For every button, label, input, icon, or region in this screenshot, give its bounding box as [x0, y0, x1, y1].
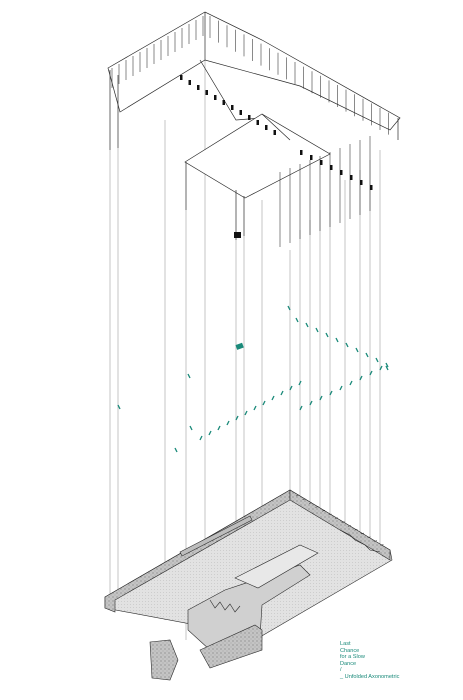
floor-tick [302, 498, 306, 501]
marker-tick [253, 405, 257, 411]
marker-tick [295, 317, 299, 323]
joist-end [330, 165, 333, 170]
floor-tick [347, 525, 352, 527]
marker-tick [305, 322, 309, 328]
marker-tick [187, 373, 191, 379]
platform [234, 544, 319, 589]
marker-tick [335, 337, 339, 343]
marker-tick [365, 352, 369, 358]
marker-tick [189, 425, 193, 431]
base-floor [104, 489, 393, 681]
marker-tick [345, 342, 349, 348]
marker-tick [385, 365, 389, 371]
joist-end [180, 75, 183, 80]
right-stair [339, 529, 381, 553]
marker-tick [379, 365, 383, 371]
inner-wall [179, 515, 253, 557]
caption-line-1: Last [340, 641, 351, 647]
joist-end [370, 185, 373, 190]
front-wall [199, 624, 263, 669]
marker-tick [174, 447, 178, 453]
front-ridge [261, 113, 291, 141]
joist-end [188, 80, 191, 85]
rafters [111, 16, 389, 247]
joist-end [265, 125, 268, 130]
marker-tick [329, 390, 333, 396]
joist-end [248, 115, 251, 120]
marker-tick [280, 390, 284, 396]
marker-tick [226, 420, 230, 426]
joist-end [234, 232, 241, 238]
marker-tick [299, 405, 303, 411]
marker-tick [271, 395, 275, 401]
caption-line-6: _ Unfolded Axonometric [340, 673, 400, 680]
marker-tick [199, 435, 203, 441]
marker-tick [319, 395, 323, 401]
floor-tick [295, 494, 300, 497]
marker-tick [375, 357, 379, 363]
marker-tick [359, 375, 363, 381]
joist-end [222, 100, 225, 105]
caption-line-5: / [340, 667, 342, 674]
floor-tick [308, 502, 313, 504]
floor-tick [341, 521, 345, 523]
drawing-caption: Last Chance for a Slow Dance / _ Unfolde… [340, 641, 460, 681]
joist-end [205, 90, 208, 95]
joist-end [310, 155, 313, 160]
joist-end [300, 150, 303, 155]
marker-tick [298, 380, 302, 386]
marker-tick [208, 430, 212, 436]
joist-end [231, 105, 234, 110]
marker-tick [355, 347, 359, 353]
stair-treads [209, 599, 241, 613]
floor-tick [334, 517, 339, 520]
floor-tick [380, 544, 384, 546]
marker-tick [235, 415, 239, 421]
joist-end [197, 85, 200, 90]
corner-pillar [149, 639, 179, 681]
marker-tick [369, 370, 373, 376]
joist-end [273, 130, 276, 135]
floor-tick [315, 506, 319, 508]
marker-tick [289, 385, 293, 391]
joist-end [320, 160, 323, 165]
caption-line-3: for a Slow [340, 654, 365, 661]
marker-tick [287, 305, 291, 311]
floor-edge-ticks [295, 494, 384, 546]
marker-tick [244, 410, 248, 416]
joist-end [239, 110, 242, 115]
caption-line-4: Dance [340, 660, 357, 667]
front-roof-plane [184, 113, 331, 199]
joist-end [340, 170, 343, 175]
floor-tick [328, 513, 332, 516]
floor-tick [360, 532, 365, 535]
marker-tick [325, 332, 329, 338]
joist-end [360, 180, 363, 185]
marker-tick [315, 327, 319, 333]
joist-ends [180, 75, 373, 238]
floor-tick [367, 536, 371, 539]
marker-tick [339, 385, 343, 391]
floor-tick [354, 528, 358, 531]
teal-square-marker [235, 342, 244, 350]
joist-end [214, 95, 217, 100]
marker-tick [262, 400, 266, 406]
right-wall [289, 489, 391, 561]
marker-tick [385, 362, 389, 368]
roof-hip [199, 59, 263, 121]
joist-end [256, 120, 259, 125]
floor-tick [321, 509, 326, 512]
marker-tick [309, 400, 313, 406]
roof-framing [107, 11, 401, 240]
marker-tick [349, 380, 353, 386]
marker-tick [217, 425, 221, 431]
teal-marker-ticks [117, 305, 389, 453]
joist-end [350, 175, 353, 180]
floor-tick [373, 540, 378, 542]
caption-line-2: Chance [340, 647, 360, 654]
main-roof-plane [107, 11, 401, 131]
marker-tick [117, 404, 121, 410]
